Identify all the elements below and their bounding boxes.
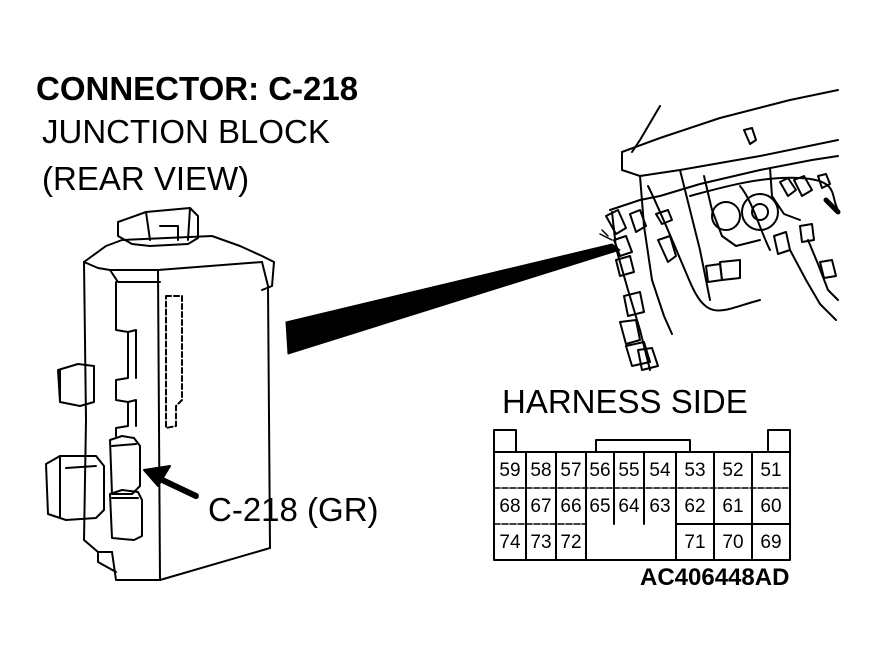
pin-73: 73 (530, 532, 552, 553)
junction-block-illustration (45, 207, 275, 581)
pin-64: 64 (618, 496, 640, 517)
pin-74: 74 (499, 532, 521, 553)
pin-70: 70 (722, 532, 744, 553)
pin-65: 65 (589, 496, 611, 517)
pin-56: 56 (589, 460, 611, 481)
pin-60: 60 (760, 496, 782, 517)
pin-51: 51 (760, 460, 782, 481)
component-name: JUNCTION BLOCK (42, 113, 330, 150)
pin-55: 55 (618, 460, 640, 481)
pin-58: 58 (530, 460, 552, 481)
view-label: (REAR VIEW) (42, 160, 250, 197)
figure-id: AC406448AD (640, 564, 790, 591)
pin-61: 61 (722, 496, 744, 517)
pin-62: 62 (684, 496, 706, 517)
connector-title: CONNECTOR: C-218 (36, 70, 359, 107)
harness-side-label: HARNESS SIDE (502, 383, 748, 420)
pin-63: 63 (649, 496, 671, 517)
pin-72: 72 (560, 532, 582, 553)
pin-71: 71 (684, 532, 706, 553)
pin-53: 53 (684, 460, 706, 481)
pin-52: 52 (722, 460, 744, 481)
location-pointer-beam (285, 243, 621, 355)
pin-66: 66 (560, 496, 582, 517)
pin-68: 68 (499, 496, 521, 517)
pin-69: 69 (760, 532, 782, 553)
connector-callout-label: C-218 (GR) (208, 491, 379, 528)
pin-67: 67 (530, 496, 552, 517)
pin-59: 59 (499, 460, 521, 481)
pin-57: 57 (560, 460, 582, 481)
pin-54: 54 (649, 460, 671, 481)
harness-connector-face (493, 429, 791, 561)
vehicle-location-sketch (599, 89, 841, 371)
